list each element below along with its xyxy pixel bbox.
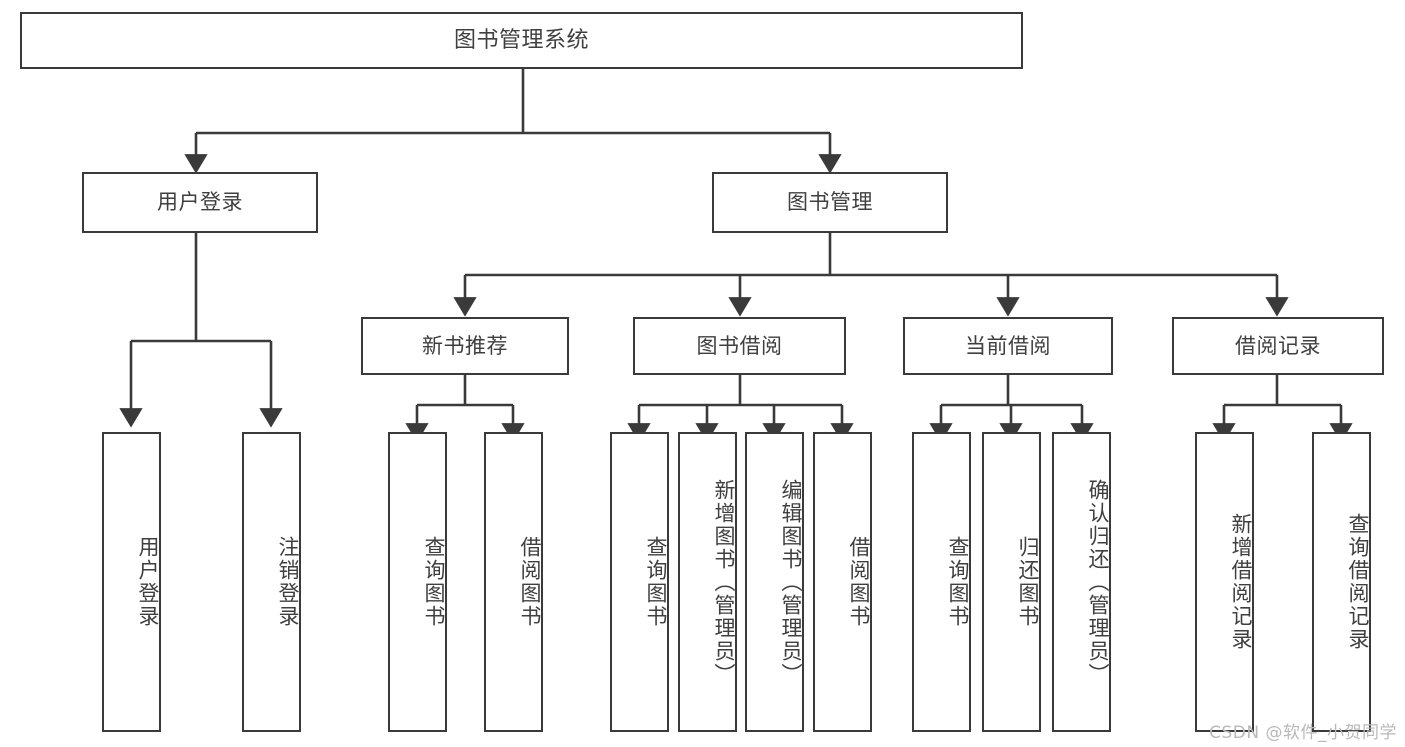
leaf-add-book-admin[interactable]: 新增图书（管理员） (678, 432, 737, 732)
node-root-book-management-system[interactable]: 图书管理系统 (20, 12, 1023, 69)
node-book-borrow[interactable]: 图书借阅 (633, 317, 846, 375)
leaf-query-book-recommend[interactable]: 查询图书 (388, 432, 447, 732)
leaf-return-book[interactable]: 归还图书 (982, 432, 1041, 732)
node-label: 借阅图书 (847, 536, 871, 628)
leaf-user-login[interactable]: 用户登录 (102, 432, 161, 732)
node-label: 新增借阅记录 (1229, 513, 1253, 651)
leaf-add-borrow-record[interactable]: 新增借阅记录 (1195, 432, 1254, 732)
leaf-edit-book-admin[interactable]: 编辑图书（管理员） (745, 432, 804, 732)
node-label: 查询借阅记录 (1346, 513, 1370, 651)
node-label: 确认归还（管理员） (1086, 478, 1110, 686)
node-new-book-recommend[interactable]: 新书推荐 (361, 317, 569, 375)
node-book-management[interactable]: 图书管理 (712, 172, 948, 233)
node-label: 图书管理 (787, 190, 873, 215)
leaf-logout[interactable]: 注销登录 (242, 432, 301, 732)
node-label: 查询图书 (422, 536, 446, 628)
node-label: 借阅图书 (518, 536, 542, 628)
node-label: 归还图书 (1016, 536, 1040, 628)
node-label: 用户登录 (157, 190, 243, 215)
node-label: 注销登录 (276, 536, 300, 628)
csdn-watermark: CSDN @软件_小贺同学 (1209, 723, 1397, 743)
node-label: 查询图书 (644, 536, 668, 628)
node-label: 新书推荐 (422, 333, 508, 358)
leaf-borrow-book[interactable]: 借阅图书 (813, 432, 872, 732)
leaf-borrow-book-recommend[interactable]: 借阅图书 (484, 432, 543, 732)
leaf-query-book-borrow[interactable]: 查询图书 (610, 432, 669, 732)
node-borrow-record[interactable]: 借阅记录 (1172, 317, 1384, 375)
node-label: 新增图书（管理员） (712, 478, 736, 686)
node-label: 用户登录 (136, 536, 160, 628)
node-user-login[interactable]: 用户登录 (82, 172, 318, 233)
leaf-query-borrow-record[interactable]: 查询借阅记录 (1312, 432, 1371, 732)
node-label: 当前借阅 (965, 333, 1051, 358)
node-current-borrow[interactable]: 当前借阅 (903, 317, 1113, 375)
node-label: 图书借阅 (696, 333, 783, 358)
node-label: 编辑图书（管理员） (779, 478, 803, 686)
leaf-confirm-return-admin[interactable]: 确认归还（管理员） (1052, 432, 1111, 732)
node-label: 借阅记录 (1235, 333, 1321, 358)
leaf-query-book-current[interactable]: 查询图书 (912, 432, 971, 732)
node-label: 查询图书 (946, 536, 970, 628)
node-label: 图书管理系统 (453, 27, 589, 53)
